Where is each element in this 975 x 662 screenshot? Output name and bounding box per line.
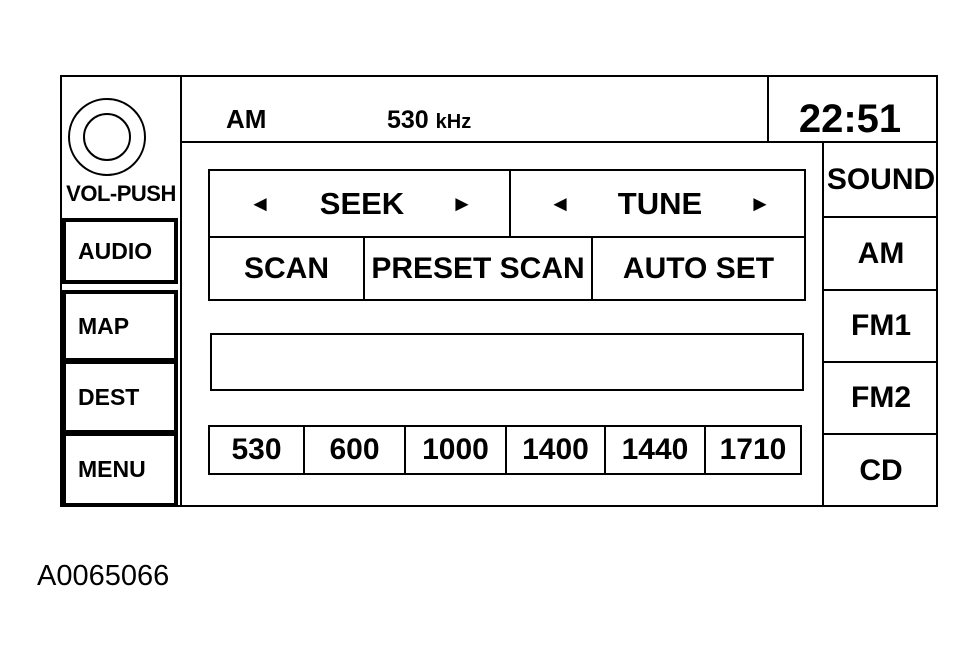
- audio-button[interactable]: AUDIO: [62, 218, 178, 284]
- preset-button-1[interactable]: 530: [210, 425, 305, 475]
- sound-button[interactable]: SOUND: [824, 143, 938, 218]
- am-button[interactable]: AM: [824, 218, 938, 291]
- status-bar: [182, 75, 938, 143]
- cd-button[interactable]: CD: [859, 454, 903, 487]
- station-info-bar: [210, 333, 804, 391]
- preset-button-4[interactable]: 1400: [507, 425, 606, 475]
- menu-button[interactable]: MENU: [62, 432, 178, 507]
- scan-button[interactable]: SCAN: [210, 238, 365, 300]
- tune-down-arrow-icon[interactable]: ◄: [549, 191, 571, 216]
- controls-divider: [208, 236, 806, 238]
- preset-button-2[interactable]: 600: [305, 425, 406, 475]
- radio-display-frame: [60, 75, 938, 507]
- map-button[interactable]: MAP: [62, 290, 178, 362]
- preset-button-6[interactable]: 1710: [719, 433, 787, 466]
- preset-button-5[interactable]: 1440: [606, 425, 706, 475]
- fm2-button[interactable]: FM2: [824, 363, 938, 435]
- tune-up-arrow-icon[interactable]: ►: [749, 191, 771, 216]
- figure-id-label: A0065066: [37, 560, 170, 592]
- preset-button-3[interactable]: 1000: [406, 425, 507, 475]
- dest-button[interactable]: DEST: [62, 360, 178, 434]
- clock-display: 22:51: [798, 97, 902, 141]
- seek-tune-divider: [509, 169, 511, 238]
- band-indicator: AM: [226, 104, 267, 134]
- volume-label: VOL-PUSH: [66, 181, 176, 206]
- seek-up-arrow-icon[interactable]: ►: [451, 191, 473, 216]
- left-panel: [60, 75, 182, 507]
- fm1-button[interactable]: FM1: [824, 291, 938, 363]
- volume-knob-icon[interactable]: [68, 98, 146, 176]
- right-panel: [822, 143, 938, 507]
- frequency-value: 530: [387, 106, 429, 134]
- auto-set-button[interactable]: AUTO SET: [622, 252, 775, 285]
- volume-knob-inner-ring: [83, 113, 131, 161]
- tuning-controls: [208, 169, 806, 301]
- preset-scan-button[interactable]: PRESET SCAN: [365, 238, 593, 300]
- frequency-readout: 530 kHz: [387, 106, 471, 135]
- tune-label: TUNE: [617, 186, 703, 221]
- frequency-unit: kHz: [435, 111, 472, 133]
- seek-down-arrow-icon[interactable]: ◄: [249, 191, 271, 216]
- clock-box: [767, 75, 938, 143]
- seek-label: SEEK: [319, 186, 405, 221]
